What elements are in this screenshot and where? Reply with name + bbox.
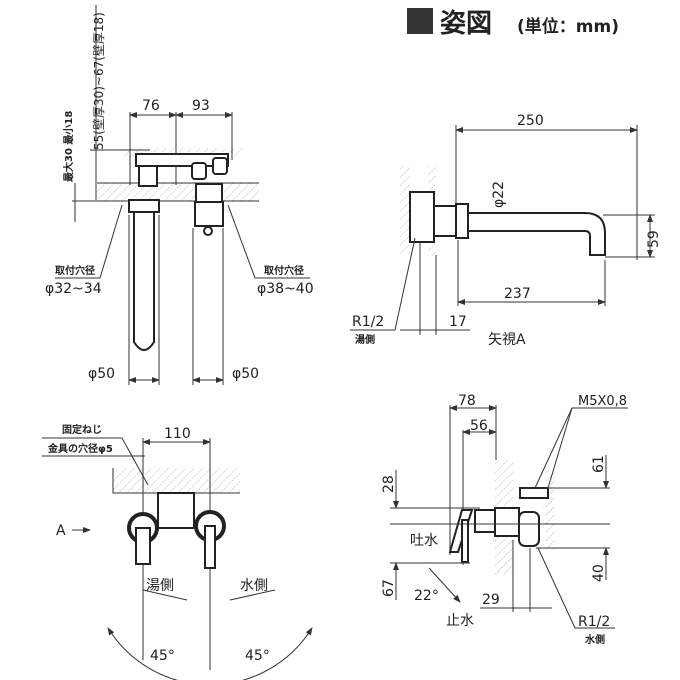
hole-dia-label: 金具の穴径φ5 [47, 442, 113, 455]
dim-17: 17 [449, 314, 467, 330]
dim-40: 40 [591, 564, 607, 582]
thread-m5: M5X0,8 [578, 394, 627, 409]
hole-dia-right: φ38~40 [257, 281, 314, 297]
thread-r12-cold: R1/2 [578, 614, 610, 630]
dim-67: 67 [381, 579, 397, 597]
dia-50-left: φ50 [88, 366, 115, 382]
dim-110: 110 [164, 426, 191, 442]
screw-label: 固定ねじ [62, 423, 102, 436]
dim-78: 78 [458, 393, 476, 409]
dim-59: 59 [646, 230, 662, 248]
top-view [55, 5, 310, 385]
dim-29: 29 [482, 592, 500, 608]
hole-label-left: 取付穴径 [55, 264, 95, 277]
valve-view [390, 405, 628, 629]
title-square-icon [407, 8, 433, 34]
wall-thickness-dim: 最大30 最小18 [62, 111, 75, 182]
dim-250: 250 [517, 113, 544, 129]
cold-side-label: 水側 [240, 578, 268, 594]
side-view-a [350, 125, 655, 335]
view-a-caption: 矢視A [488, 332, 526, 348]
dim-93: 93 [192, 98, 210, 114]
dim-56: 56 [470, 418, 488, 434]
hole-dia-left: φ32~34 [45, 281, 102, 297]
hot-side-label: 湯側 [146, 577, 174, 594]
dia-22: φ22 [491, 181, 507, 208]
angle-22: 22° [414, 588, 439, 604]
spout-label: 吐水 [410, 533, 438, 549]
dim-28: 28 [381, 475, 397, 493]
dia-50-right: φ50 [232, 366, 259, 382]
thread-r12-hot: R1/2 [352, 314, 384, 330]
angle-left: 45° [150, 648, 175, 664]
wall-range-dim: 55(壁厚30)~67(壁厚18) [91, 12, 106, 150]
title-unit: (単位：mm) [517, 16, 619, 37]
angle-right: 45° [245, 648, 270, 664]
hole-label-right: 取付穴径 [264, 264, 304, 277]
dim-76: 76 [142, 98, 160, 114]
thread-side-cold: 水側 [584, 633, 605, 646]
front-view [42, 437, 313, 680]
dim-61: 61 [591, 455, 607, 473]
dim-237: 237 [504, 286, 531, 302]
view-arrow-a: A [56, 523, 66, 539]
title: 姿図 [440, 9, 492, 39]
thread-side-hot: 湯側 [355, 333, 375, 346]
stop-label: 止水 [446, 613, 474, 629]
